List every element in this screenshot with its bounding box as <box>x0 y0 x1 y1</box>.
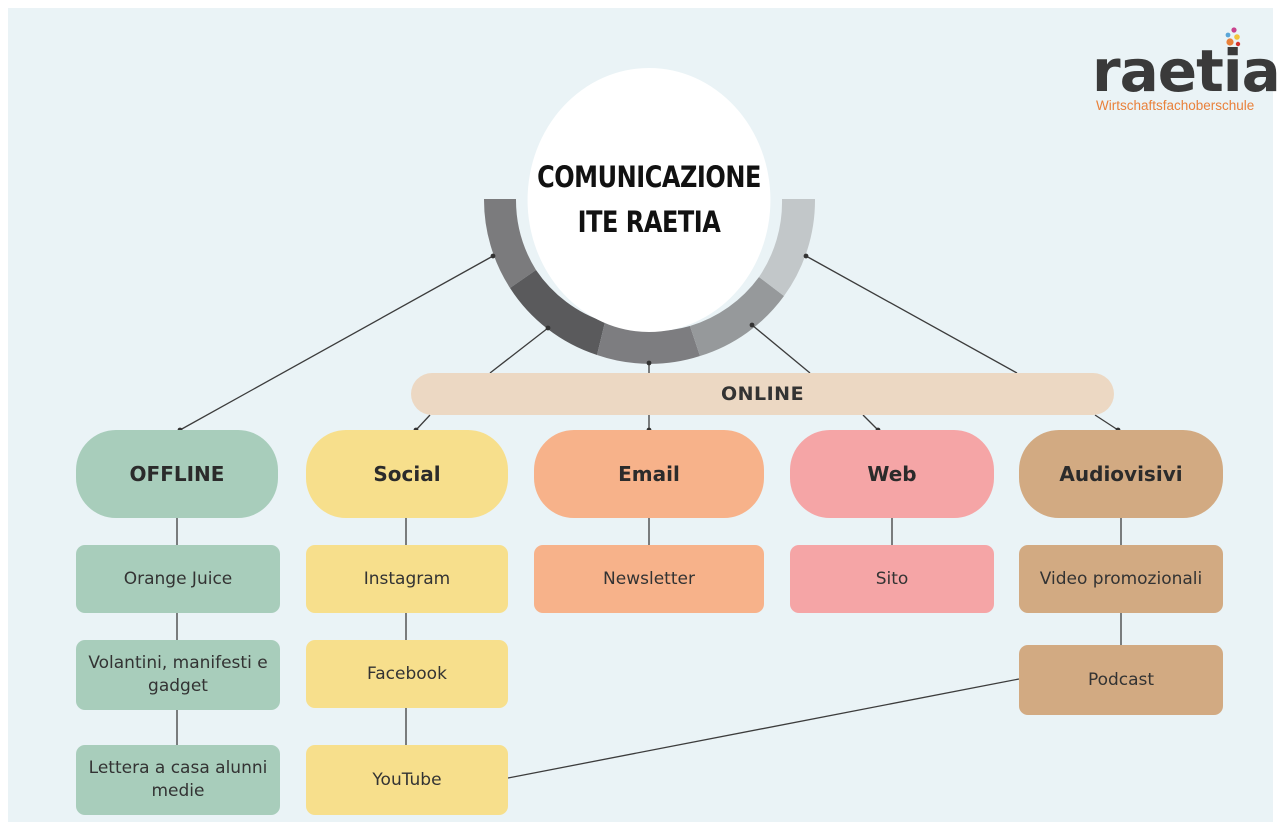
category-web: Web <box>790 430 994 518</box>
item-volantini: Volantini, manifesti e gadget <box>76 640 280 710</box>
category-offline: OFFLINE <box>76 430 278 518</box>
item-podcast: Podcast <box>1019 645 1223 715</box>
connector-lines <box>176 255 1122 779</box>
ring-segment-5 <box>759 199 816 296</box>
logo-dots-icon <box>1225 27 1241 47</box>
logo-wordmark: raetia <box>1092 37 1281 105</box>
central-node: COMUNICAZIONE ITE RAETIA <box>527 68 771 332</box>
central-title-line1: COMUNICAZIONE <box>537 160 761 194</box>
raetia-logo: raetia Wirtschaftsfachoberschule <box>1090 27 1281 118</box>
ring-segment-3 <box>597 322 700 364</box>
category-social: Social <box>306 430 508 518</box>
ring-segment-4 <box>690 277 784 356</box>
logo-subtitle: Wirtschaftsfachoberschule <box>1096 98 1255 113</box>
ring-segment-2 <box>510 270 605 355</box>
item-newsletter: Newsletter <box>534 545 764 613</box>
item-video-promozionali: Video promozionali <box>1019 545 1223 613</box>
central-title-line2: ITE RAETIA <box>577 205 721 239</box>
connector-layer <box>176 199 1122 779</box>
ring-segment-1 <box>483 199 536 288</box>
category-email: Email <box>534 430 764 518</box>
item-orange-juice: Orange Juice <box>76 545 280 613</box>
item-facebook: Facebook <box>306 640 508 708</box>
item-sito: Sito <box>790 545 994 613</box>
online-bar: ONLINE <box>411 373 1114 415</box>
category-audiovisivi: Audiovisivi <box>1019 430 1223 518</box>
item-youtube: YouTube <box>306 745 508 815</box>
item-instagram: Instagram <box>306 545 508 613</box>
item-lettera: Lettera a casa alunni medie <box>76 745 280 815</box>
center-ring <box>483 199 816 364</box>
